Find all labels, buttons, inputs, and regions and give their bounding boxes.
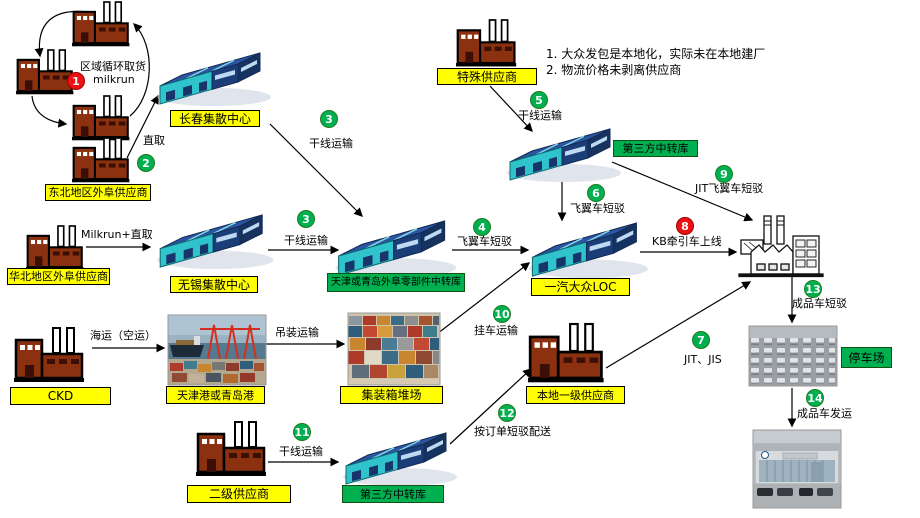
label-changchun-center: 长春集散中心	[170, 110, 260, 127]
flow-label-sea-air-transport: 海运（空运）	[90, 329, 156, 342]
badge-1: 1	[67, 72, 85, 90]
badge-4: 4	[473, 218, 491, 236]
flow-label-regional-milkrun-2: milkrun	[93, 73, 135, 86]
warehouse-icon-wuxi	[156, 214, 275, 270]
flow-label-trunk-transport-3a: 干线运输	[309, 137, 353, 150]
badge-2: 2	[137, 154, 155, 172]
badge-3a: 3	[320, 110, 338, 128]
flow-label-jit-jis: JIT、JIS	[684, 353, 722, 366]
badge-8: 8	[676, 217, 694, 235]
arrow-special-to-thirdparty	[489, 85, 533, 132]
container-yard-photo	[347, 312, 441, 386]
badge-5: 5	[530, 91, 548, 109]
label-outer-parts-hub: 天津或青岛外阜零部件中转库	[327, 273, 465, 292]
arrows-layer	[31, 10, 797, 467]
factory-icon-local-tier1-supplier	[526, 322, 605, 384]
arrow-tier1-to-plant	[605, 281, 752, 369]
badge-14: 14	[806, 389, 824, 407]
badge-11: 11	[293, 423, 311, 441]
factory-icon-tier2-supplier	[194, 420, 268, 478]
flow-label-trunk-transport-3b: 干线运输	[284, 234, 328, 247]
factory-icon-special-supplier	[454, 18, 518, 68]
port-photo	[167, 314, 267, 386]
label-third-party-hub-bottom: 第三方中转库	[342, 485, 444, 503]
flow-label-kb-tractor-online: KB牵引车上线	[652, 235, 722, 248]
label-faw-vw-loc: 一汽大众LOC	[531, 278, 630, 296]
flow-label-trailer-transport: 挂车运输	[474, 324, 518, 337]
factory-icon-milkrun-top	[70, 0, 131, 48]
arrow-thirdparty-to-tier1	[449, 368, 532, 445]
label-wuxi-center: 无锡集散中心	[170, 276, 258, 293]
flow-label-trunk-transport-11: 干线运输	[279, 445, 323, 458]
badge-7: 7	[692, 331, 710, 349]
flow-label-wing-truck-shuttle-4: 飞翼车短驳	[457, 235, 512, 248]
warehouse-icon-third-party-bottom	[342, 432, 458, 487]
notes: 1. 大众发包是本地化，实际未在本地建厂 2. 物流价格未剥离供应商	[546, 46, 765, 78]
factory-icon-northeast-supplier	[70, 136, 131, 184]
factory-icon-milkrun-middle	[70, 94, 131, 142]
label-third-party-hub-top: 第三方中转库	[613, 140, 698, 157]
note-line-2: 2. 物流价格未剥离供应商	[546, 63, 682, 77]
arrow-yard-to-loc	[423, 262, 531, 345]
label-northeast-supplier: 东北地区外阜供应商	[45, 184, 151, 201]
badge-12: 12	[498, 404, 516, 422]
badge-13: 13	[804, 280, 822, 298]
flow-label-direct-pickup: 直取	[143, 134, 165, 147]
warehouse-icon-changchun	[156, 52, 272, 107]
parking-lot-photo	[748, 325, 838, 387]
flow-label-finished-vehicle-shuttle: 成品车短驳	[792, 297, 847, 310]
label-special-supplier: 特殊供应商	[437, 68, 537, 85]
plant-icon-faw-vw	[738, 215, 824, 278]
label-parking-lot: 停车场	[841, 347, 892, 368]
arrow-milkrun-arc-3	[129, 23, 150, 117]
flow-label-order-shuttle-delivery: 按订单短驳配送	[474, 425, 551, 438]
factory-icon-ckd	[12, 326, 86, 384]
flow-label-hoisting-transport: 吊装运输	[275, 326, 319, 339]
flow-label-regional-milkrun-1: 区域循环取货	[80, 60, 146, 73]
label-ckd: CKD	[10, 387, 111, 405]
warehouse-icon-outer-parts-hub	[334, 220, 458, 278]
warehouse-icon-faw-vw-loc	[528, 222, 649, 279]
badge-6: 6	[587, 184, 605, 202]
badge-3b: 3	[297, 210, 315, 228]
arrow-changchun-to-hub	[269, 123, 363, 217]
badge-9: 9	[715, 165, 733, 183]
label-tianjin-qingdao-port: 天津港或青岛港	[166, 386, 265, 404]
arrow-direct-pickup	[126, 94, 159, 159]
label-container-yard: 集装箱堆场	[340, 386, 443, 404]
arrow-milkrun-arc-2	[31, 95, 68, 128]
flow-label-finished-vehicle-dispatch: 成品车发运	[797, 407, 852, 420]
flow-label-wing-truck-shuttle-6: 飞翼车短驳	[570, 202, 625, 215]
warehouse-icon-third-party-top	[506, 128, 622, 183]
label-north-china-supplier: 华北地区外阜供应商	[7, 268, 110, 285]
label-local-tier1-supplier: 本地一级供应商	[526, 386, 625, 404]
factory-icon-milkrun-left	[14, 48, 75, 96]
flow-label-trunk-transport-5: 干线运输	[518, 109, 562, 122]
label-tier2-supplier: 二级供应商	[187, 485, 291, 503]
note-line-1: 1. 大众发包是本地化，实际未在本地建厂	[546, 47, 766, 61]
arrow-thirdparty-to-plant	[611, 161, 754, 222]
dealer-photo	[752, 429, 842, 509]
badge-10: 10	[493, 305, 511, 323]
flow-label-milkrun-direct: Milkrun+直取	[81, 228, 153, 241]
flow-label-jit-wing-truck-shuttle: JIT飞翼车短驳	[695, 182, 764, 195]
factory-icon-north-china-supplier	[24, 224, 85, 272]
